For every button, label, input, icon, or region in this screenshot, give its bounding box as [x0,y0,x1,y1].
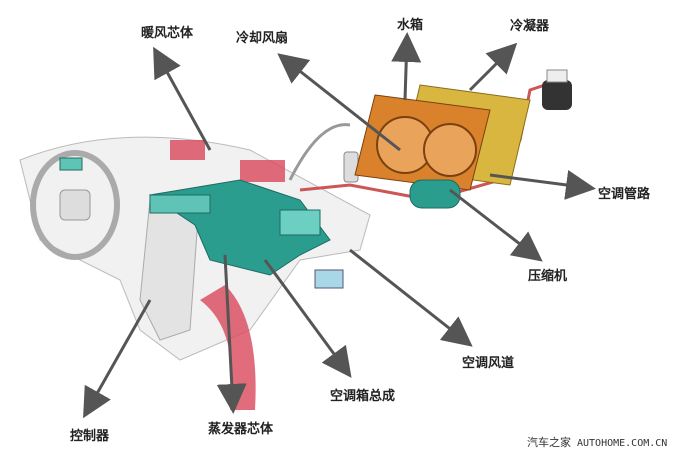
label-condenser: 冷凝器 [510,19,550,34]
leader-arrows [83,32,596,419]
label-ac-duct: 空调风道 [462,356,515,371]
steering-wheel [30,150,120,260]
label-evaporator-core: 蒸发器芯体 [208,422,274,437]
compressor [409,179,461,209]
fan-right [423,123,477,177]
label-hvac-assembly: 空调箱总成 [330,389,396,404]
label-compressor: 压缩机 [528,269,568,284]
watermark: 汽车之家 AUTOHOME.COM.CN [527,434,667,450]
label-controller: 控制器 [70,429,110,444]
watermark-en: AUTOHOME.COM.CN [577,438,668,449]
label-radiator: 水箱 [397,18,424,33]
label-cooling-fan: 冷却风扇 [236,31,289,46]
label-heater-core: 暖风芯体 [141,26,194,41]
floor-duct [200,285,256,410]
label-ac-pipes: 空调管路 [598,187,651,202]
watermark-cn: 汽车之家 [527,436,571,449]
